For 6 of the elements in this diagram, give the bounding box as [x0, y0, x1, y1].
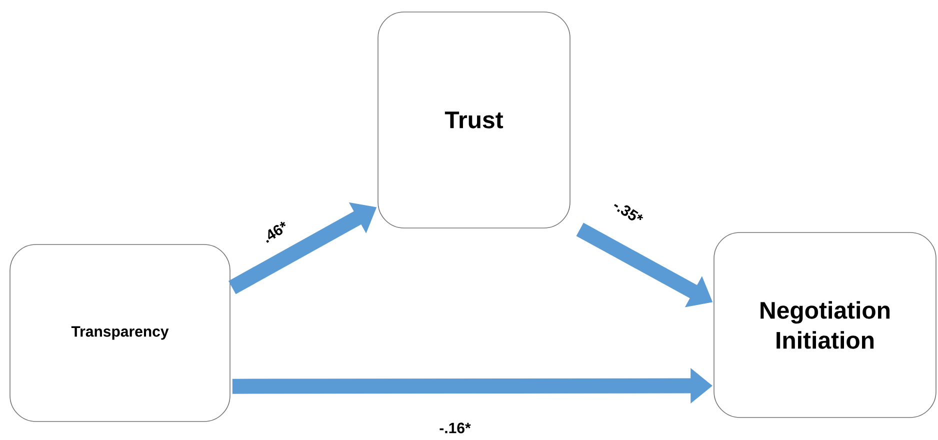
variable-box: Trust	[378, 12, 570, 228]
edge-label: -.16*	[440, 422, 471, 434]
edge-label: .46*	[266, 222, 286, 243]
edge-label: -.35*	[614, 204, 643, 220]
variable-box: Negotiation Initiation	[714, 232, 936, 418]
variable-box: Transparency	[10, 244, 230, 422]
